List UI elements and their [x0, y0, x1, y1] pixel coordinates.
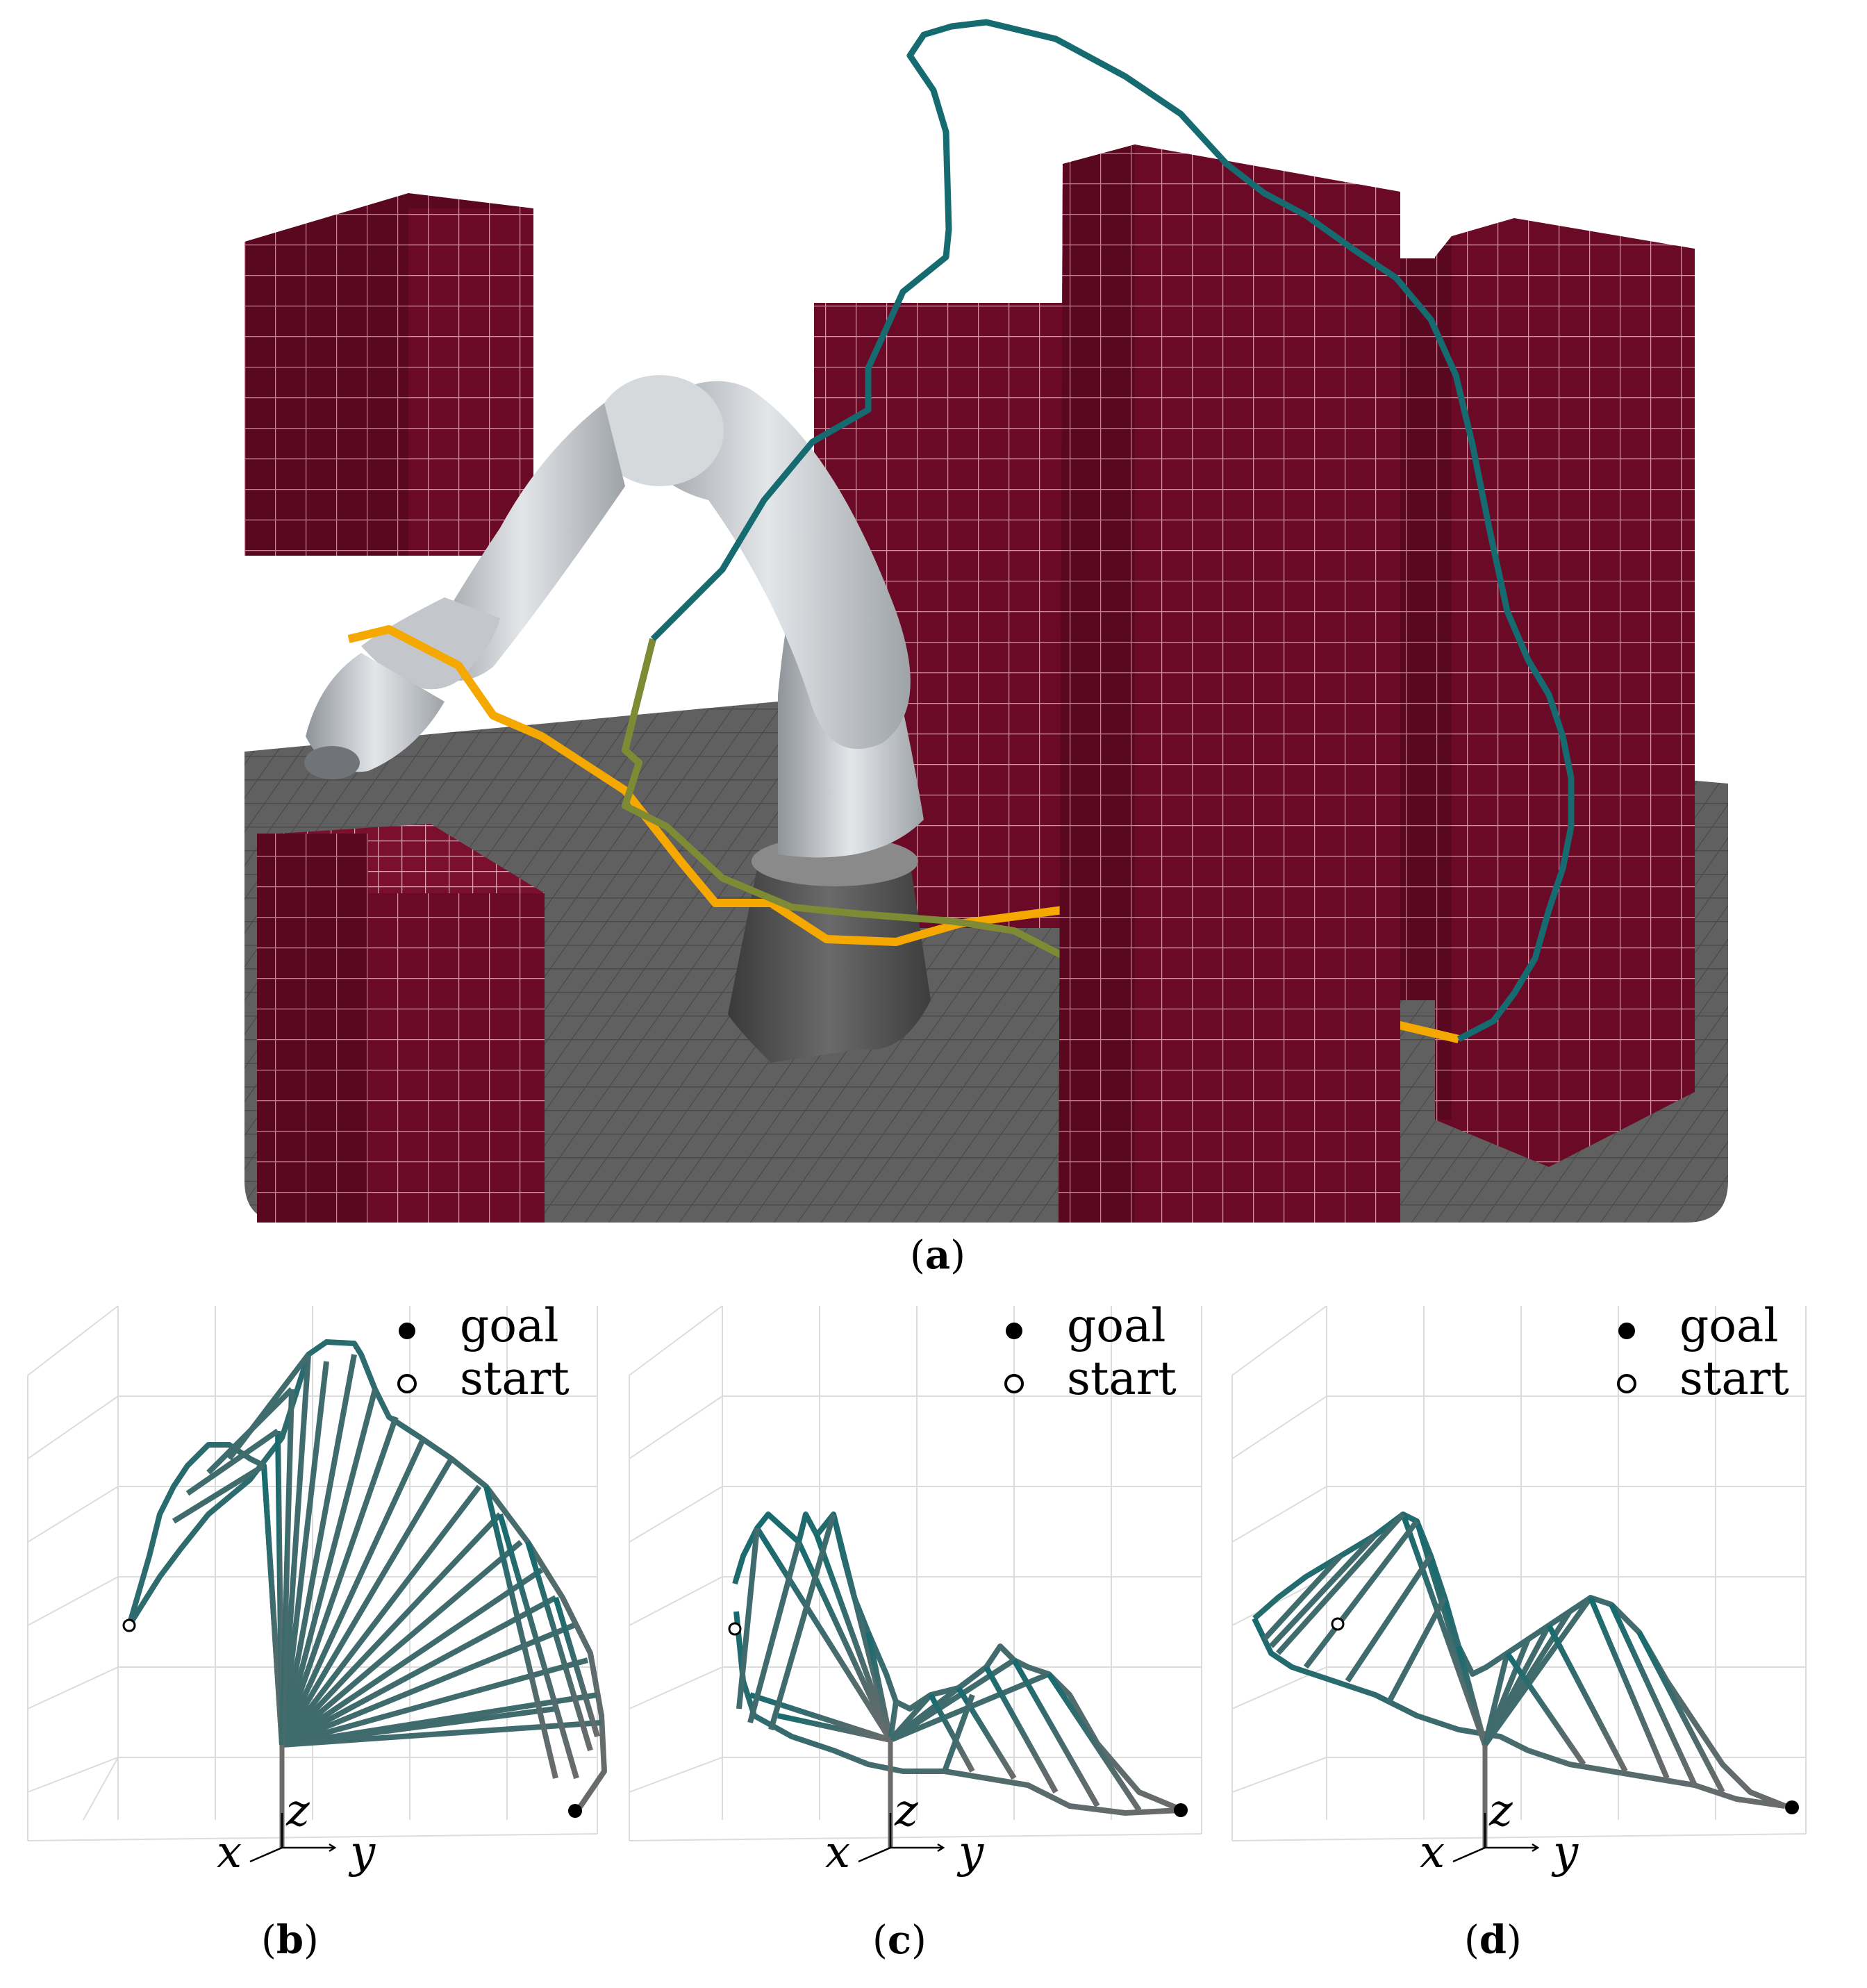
path-olive	[622, 638, 1065, 959]
panel-c-trajectory	[732, 1511, 1182, 1816]
axis-triad-b	[249, 1813, 337, 1863]
axis-x-label-d: x	[1420, 1827, 1445, 1878]
legend-start-label-c: start	[1067, 1352, 1177, 1405]
legend-goal-marker-c	[1006, 1323, 1022, 1339]
panel-d-start-marker	[1331, 1617, 1345, 1631]
axis-z-label-c: z	[895, 1785, 918, 1837]
caption-d: (d)	[1464, 1917, 1522, 1963]
axis-z-label-d: z	[1489, 1785, 1513, 1837]
path-orange	[347, 625, 1063, 946]
panel-c-goal-marker	[1174, 1803, 1188, 1817]
path-teal	[650, 19, 1575, 1042]
panel-b-trajectory	[126, 1339, 607, 1816]
legend-goal-label-d: goal	[1679, 1299, 1779, 1352]
panel-b-goal-marker	[568, 1804, 582, 1818]
obstacle-right-tall-box	[1435, 218, 1695, 1167]
obstacle-bottom-left-box	[257, 824, 545, 1223]
legend-start-marker-c	[1004, 1374, 1024, 1393]
panel-d-goal-marker	[1785, 1800, 1799, 1814]
axis-y-label-b: y	[350, 1827, 376, 1878]
legend-goal-label-c: goal	[1067, 1299, 1166, 1352]
axis-z-label-b: z	[286, 1785, 310, 1837]
legend-goal-marker-b	[399, 1323, 415, 1339]
panel-c-grid	[629, 1305, 1202, 1841]
obstacle-center-tall-box	[1059, 144, 1400, 1223]
legend-start-label-d: start	[1679, 1352, 1789, 1405]
caption-d-letter: d	[1479, 1917, 1507, 1963]
caption-b: (b)	[261, 1917, 319, 1963]
legend-start-marker-b	[397, 1374, 417, 1393]
axis-y-label-d: y	[1553, 1827, 1579, 1878]
axis-y-label-c: y	[959, 1827, 984, 1878]
axis-triad-c	[858, 1813, 945, 1863]
caption-a-letter: a	[924, 1232, 951, 1278]
legend-goal-label-b: goal	[460, 1299, 559, 1352]
axis-triad-d	[1452, 1813, 1540, 1863]
obstacle-floating-box	[244, 193, 533, 556]
axis-x-label-c: x	[825, 1827, 851, 1878]
caption-a: (a)	[910, 1232, 966, 1278]
legend-goal-marker-d	[1618, 1323, 1635, 1339]
caption-c-letter: c	[887, 1917, 911, 1963]
legend-start-marker-d	[1617, 1374, 1636, 1393]
legend-start-label-b: start	[460, 1352, 570, 1405]
caption-c: (c)	[872, 1917, 927, 1963]
axis-x-label-b: x	[217, 1827, 242, 1878]
caption-b-letter: b	[276, 1917, 304, 1963]
panel-d-trajectory	[1252, 1511, 1786, 1809]
panel-b-start-marker	[122, 1618, 136, 1632]
panel-c-start-marker	[728, 1622, 742, 1636]
